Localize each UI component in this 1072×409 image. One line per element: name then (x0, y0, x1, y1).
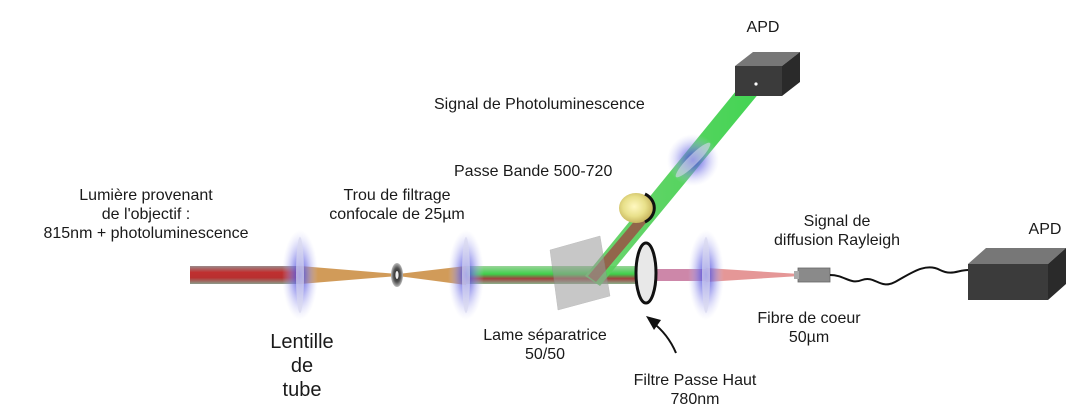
beamsplitter-line-1: Lame séparatrice (483, 327, 607, 344)
apd-top-detector (735, 52, 800, 96)
fiber-label: Fibre de coeur 50µm (734, 309, 884, 347)
collimating-lens (462, 237, 470, 313)
input-light-line-1: Lumière provenant (79, 187, 213, 204)
fiber-connector (797, 267, 831, 283)
rayleigh-line-1: Signal de (803, 213, 871, 230)
tube-lens-line-3: tube (282, 379, 322, 401)
rayleigh-label: Signal de diffusion Rayleigh (752, 212, 922, 250)
input-beam (190, 266, 300, 284)
highpass-line-2: 780nm (670, 391, 720, 408)
highpass-arrow-head (646, 316, 661, 330)
apd-top-label: APD (746, 19, 780, 36)
fiber-connector-tip (794, 271, 799, 279)
fiber-focus-cone (706, 268, 800, 282)
fiber-line-1: Fibre de coeur (757, 310, 861, 327)
apd-right-label: APD (1028, 221, 1062, 238)
beamsplitter-label: Lame séparatrice 50/50 (470, 326, 620, 364)
beamsplitter-plate (549, 235, 611, 311)
highpass-label: Filtre Passe Haut 780nm (600, 371, 790, 409)
pinhole-line-1: Trou de filtrage (343, 187, 451, 204)
photolum-lens (675, 142, 711, 178)
tube-lens-line-2: de (290, 355, 314, 377)
rayleigh-line-2: diffusion Rayleigh (773, 232, 900, 249)
focus-cone-in (300, 266, 398, 284)
pinhole-line-2: confocale de 25µm (329, 206, 465, 223)
input-light-line-2: de l'objectif : (101, 206, 191, 223)
fiber-line-2: 50µm (788, 329, 830, 346)
bandpass-filter (619, 193, 653, 223)
fiber-cable (829, 266, 969, 286)
highpass-line-1: Filtre Passe Haut (633, 372, 757, 389)
tube-lens-line-1: Lentille (270, 331, 334, 353)
photolum-signal-label: Signal de Photoluminescence (434, 96, 645, 113)
fiber-lens (702, 237, 710, 313)
bandpass-filter-rim (644, 192, 656, 224)
input-light-label: Lumière provenant de l'objectif : 815nm … (4, 186, 288, 243)
apd-right-detector (968, 248, 1066, 300)
tube-lens-label: Lentille de tube (250, 330, 354, 402)
pinhole-center (395, 271, 399, 279)
pinhole-label: Trou de filtrage confocale de 25µm (312, 186, 482, 224)
highpass-filter (634, 241, 658, 305)
bandpass-label: Passe Bande 500-720 (454, 163, 613, 180)
tube-lens (296, 237, 304, 313)
input-light-line-3: 815nm + photoluminescence (43, 225, 249, 242)
beamsplitter-line-2: 50/50 (524, 346, 566, 363)
